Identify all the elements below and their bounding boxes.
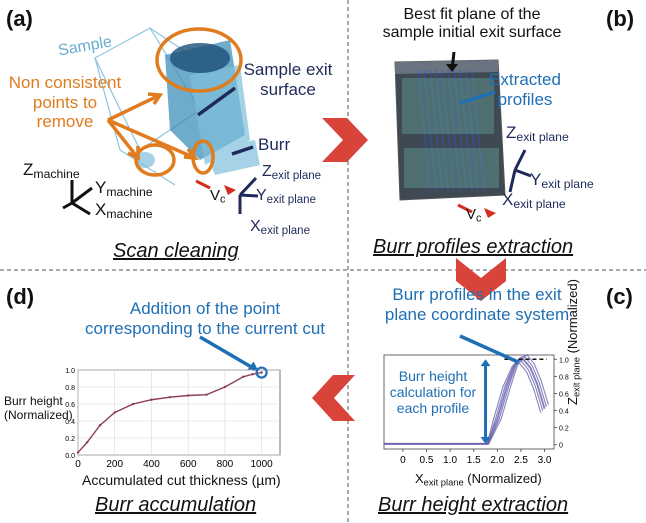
- plot-frame: [77, 369, 281, 456]
- x-tick-label: 1.5: [467, 455, 481, 466]
- data-point: [131, 402, 135, 406]
- x-tick-label: 2.0: [490, 455, 504, 466]
- y-tick-label: 0.6: [65, 402, 75, 409]
- data-point: [168, 396, 172, 399]
- y-tick-label: 0: [559, 443, 563, 450]
- data-point: [205, 393, 208, 396]
- burr-profile-line: [384, 354, 549, 445]
- caption-scan-cleaning: Scan cleaning: [113, 240, 239, 262]
- best-fit-plane-label: Best fit plane of the sample initial exi…: [382, 6, 562, 42]
- x-exit-label-a: Xexit plane: [250, 218, 310, 237]
- height-arrow-top: [480, 359, 491, 367]
- sample-exit-surface-label: Sample exit surface: [243, 60, 333, 99]
- z-machine-label: Zmachine: [23, 160, 80, 182]
- caption-burr-accumulation: Burr accumulation: [95, 494, 257, 516]
- burr-profiles-title: Burr profiles in the exit plane coordina…: [384, 285, 570, 324]
- x-tick-label: 1000: [251, 459, 274, 470]
- y-tick-label: 0.6: [559, 391, 569, 398]
- caption-burr-height-extraction: Burr height extraction: [378, 494, 569, 516]
- y-tick-label: 0.4: [65, 419, 75, 426]
- data-point: [150, 398, 153, 401]
- x-tick-label: 0: [75, 459, 81, 470]
- height-arrow-bottom: [480, 437, 491, 444]
- data-point: [186, 394, 190, 397]
- y-tick-label: 1.0: [65, 368, 75, 375]
- y-tick-label: 0.4: [559, 409, 569, 416]
- x-tick-label: 3.0: [538, 455, 552, 466]
- x-tick-label: 200: [106, 459, 123, 470]
- x-tick-label: 600: [180, 459, 197, 470]
- pointer-arrowhead: [247, 361, 258, 370]
- x-machine-label: Xmachine: [95, 200, 153, 222]
- x-tick-label: 800: [217, 459, 234, 470]
- panel-b-letter: (b): [606, 6, 635, 31]
- panel-d-letter: (d): [6, 284, 35, 309]
- data-point: [251, 373, 254, 376]
- y-tick-label: 0.8: [65, 385, 75, 392]
- x-tick-label: 0: [400, 455, 406, 466]
- vc-label-a: Vc: [210, 187, 226, 206]
- y-tick-label: 1.0: [559, 357, 569, 364]
- z-exit-label-a: Zexit plane: [262, 163, 322, 182]
- panel-a-letter: (a): [6, 6, 33, 31]
- data-point: [260, 371, 263, 374]
- chart-d-ylabel: Burr height (Normalized): [4, 394, 73, 422]
- addition-point-title: Addition of the point corresponding to t…: [84, 299, 326, 338]
- extracted-profiles-label: Extracted profiles: [489, 70, 561, 109]
- pointer-arrow: [459, 334, 520, 364]
- data-point: [113, 411, 116, 414]
- y-exit-label-b: Yexit plane: [530, 170, 594, 192]
- x-tick-label: 400: [143, 459, 160, 470]
- chart-c-xlabel: Xexit plane (Normalized): [415, 471, 542, 488]
- x-tick-label: 0.5: [420, 455, 434, 466]
- non-consistent-label: Non consistent points to remove: [8, 73, 122, 132]
- burr-height-calc-label: Burr height calculation for each profile: [389, 368, 477, 417]
- chart-d-xlabel: Accumulated cut thickness (µm): [82, 472, 281, 488]
- y-tick-label: 0.0: [65, 453, 75, 460]
- x-tick-label: 1.0: [443, 455, 457, 466]
- data-point: [242, 375, 245, 378]
- current-cut-point-marker: [255, 366, 268, 379]
- x-tick-label: 2.5: [514, 455, 528, 466]
- y-tick-label: 0.2: [559, 426, 569, 433]
- y-exit-label-a: Yexit plane: [256, 187, 316, 206]
- z-exit-label-b: Zexit plane: [506, 123, 569, 145]
- panel-c-letter: (c): [606, 284, 633, 309]
- pointer-arrow: [199, 335, 257, 372]
- y-tick-label: 0.2: [65, 436, 75, 443]
- data-point: [85, 441, 89, 444]
- y-tick-label: 0.8: [559, 374, 569, 381]
- y-machine-label: Ymachine: [95, 178, 153, 200]
- vc-label-b: Vc: [466, 206, 482, 225]
- data-point: [223, 385, 227, 389]
- burr-label: Burr: [258, 135, 291, 154]
- x-exit-label-b: Xexit plane: [502, 190, 566, 212]
- data-point: [98, 424, 102, 427]
- data-point: [76, 451, 80, 454]
- caption-burr-profiles-extraction: Burr profiles extraction: [373, 236, 574, 258]
